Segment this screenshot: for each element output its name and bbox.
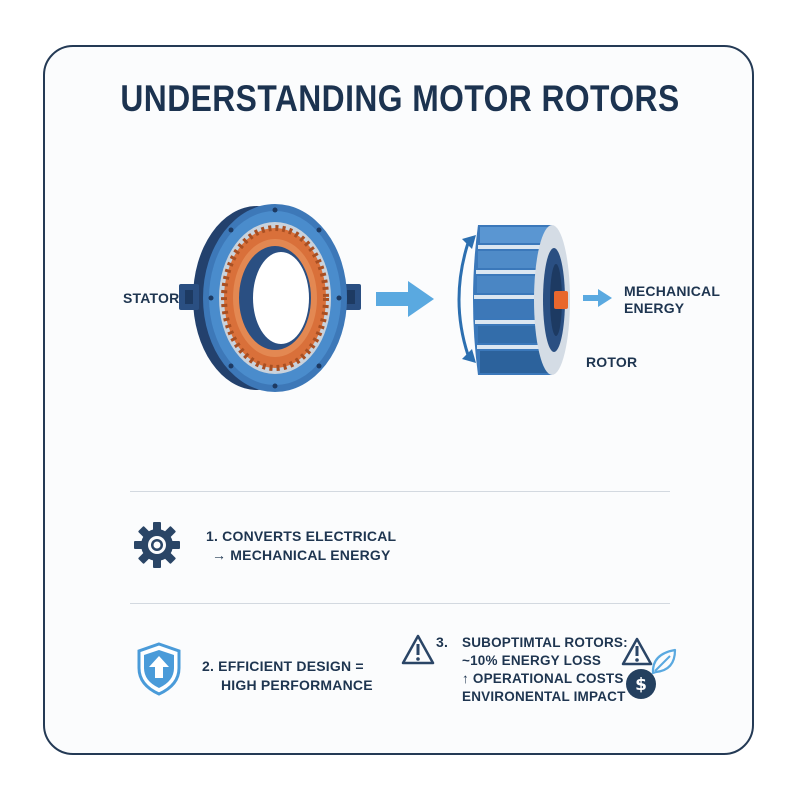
feature-3-line1: SUBOPTIMTAL ROTORS:	[462, 635, 628, 650]
output-arrow-icon	[583, 289, 612, 307]
feature-1-number: 1.	[206, 528, 219, 544]
mechanical-energy-label: MECHANICAL ENERGY	[624, 283, 720, 317]
divider-top	[130, 491, 670, 492]
mechanical-energy-line2: ENERGY	[624, 300, 685, 316]
feature-2-number: 2.	[202, 658, 215, 674]
rotor-illustration	[457, 225, 570, 375]
warning-icon	[401, 634, 435, 665]
stator-label: STATOR	[123, 290, 180, 306]
mechanical-energy-line1: MECHANICAL	[624, 283, 721, 299]
feature-3-line3: ↑ OPERATIONAL COSTS &	[462, 671, 638, 686]
feature-1-line1: CONVERTS ELECTRICAL	[222, 528, 397, 544]
infographic-card	[43, 45, 754, 755]
divider-bottom	[130, 603, 670, 604]
feature-1: 1. CONVERTS ELECTRICAL → MECHANICAL ENER…	[206, 527, 396, 565]
feature-3-number: 3.	[436, 634, 449, 650]
gear-icon	[134, 522, 180, 568]
warning-icon	[621, 637, 653, 666]
feature-3-line4: ENVIRONENTAL IMPACT	[462, 689, 626, 704]
rotor-label: ROTOR	[586, 354, 638, 370]
feature-3: SUBOPTIMTAL ROTORS: ~10% ENERGY LOSS ↑ O…	[462, 634, 637, 706]
feature-2: 2. EFFICIENT DESIGN = HIGH PERFORMANCE	[202, 657, 373, 695]
leaf-icon	[651, 648, 677, 675]
right-arrow-icon	[376, 281, 434, 317]
feature-2-line1: EFFICIENT DESIGN =	[218, 658, 364, 674]
feature-1-line2: → MECHANICAL ENERGY	[212, 547, 391, 563]
dollar-coin-icon: $	[626, 669, 656, 699]
page-title: UNDERSTANDING MOTOR ROTORS	[120, 78, 680, 119]
feature-3-line2: ~10% ENERGY LOSS	[462, 653, 602, 668]
stator-illustration	[179, 204, 361, 392]
feature-2-line2: HIGH PERFORMANCE	[221, 677, 373, 693]
shield-arrow-icon	[137, 642, 181, 696]
svg-text:$: $	[635, 675, 647, 695]
